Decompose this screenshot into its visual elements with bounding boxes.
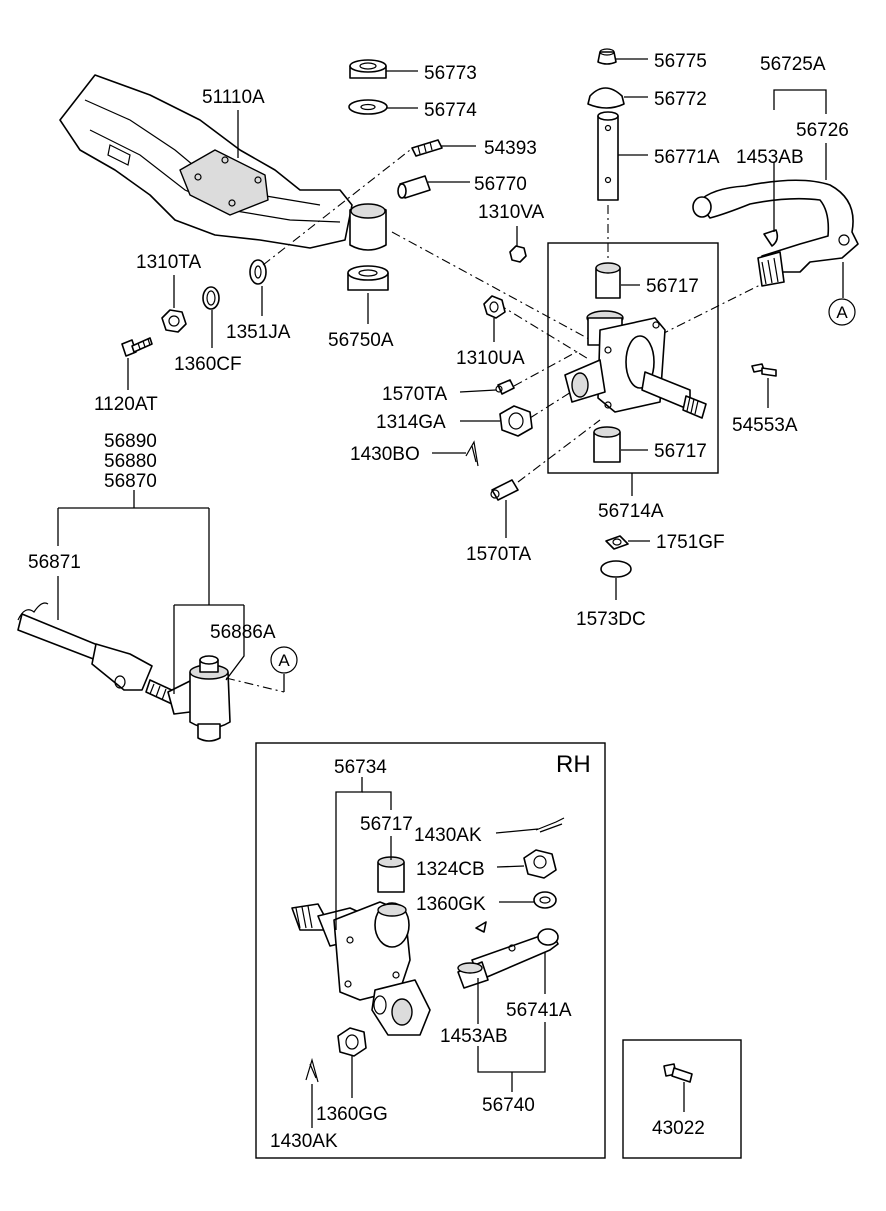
seal-1351JA	[249, 259, 267, 285]
bolt-43022-box	[622, 1039, 742, 1159]
grease-fitting-1570TA-upper	[495, 379, 515, 395]
label-56717-b: 56717	[654, 441, 707, 462]
label-1453AB-top: 1453AB	[736, 147, 804, 168]
label-1324CB: 1324CB	[416, 859, 485, 880]
label-56886A: 56886A	[210, 622, 276, 643]
label-51110A: 51110A	[202, 87, 265, 108]
steering-arm-56741A	[457, 928, 559, 989]
bolt-56770	[397, 175, 431, 199]
ref-a-upper-label: A	[836, 303, 848, 322]
cotter-pin-1430AK-top	[535, 817, 565, 833]
bolt-54553A	[751, 363, 777, 377]
label-1573DC: 1573DC	[576, 609, 646, 630]
knuckle-group-box	[547, 242, 719, 474]
washer-1360CF	[202, 286, 220, 310]
label-56740: 56740	[482, 1095, 535, 1116]
cotter-pin-1430AK-bottom	[305, 1057, 319, 1083]
label-1360GG: 1360GG	[316, 1104, 388, 1125]
woodruff-key-rh	[475, 921, 487, 933]
king-pin-56771A	[597, 111, 619, 201]
ref-a-lower-label: A	[278, 651, 290, 670]
label-56714A: 56714A	[598, 501, 664, 522]
cotter-pin-1430BO	[465, 440, 479, 467]
grease-fitting-1570TA-lower	[490, 479, 519, 501]
label-56725A: 56725A	[760, 54, 826, 75]
label-1310UA: 1310UA	[456, 348, 525, 369]
label-1120AT: 1120AT	[94, 394, 158, 415]
label-1751GF: 1751GF	[656, 532, 725, 553]
woodruff-key-1453AB	[763, 229, 779, 247]
label-56871: 56871	[28, 552, 81, 573]
washer-1360GK	[533, 891, 557, 909]
bushing-56717-lower	[593, 426, 621, 463]
label-1570TA-a: 1570TA	[382, 384, 447, 405]
cap-56772	[587, 87, 625, 109]
label-56880: 56880	[104, 451, 157, 472]
label-56775: 56775	[654, 51, 707, 72]
label-1453AB-b: 1453AB	[440, 1026, 508, 1047]
shim-56774	[348, 99, 388, 115]
front-axle-beam	[59, 74, 387, 251]
rh-group-box	[255, 742, 606, 1159]
label-56717-c: 56717	[360, 814, 413, 835]
label-54553A: 54553A	[732, 415, 798, 436]
washer-1751GF	[605, 535, 629, 550]
label-56771A: 56771A	[654, 147, 720, 168]
o-ring-1573DC	[600, 560, 632, 578]
label-1430AK-b: 1430AK	[270, 1131, 338, 1152]
label-1430BO: 1430BO	[350, 444, 420, 465]
steering-arm-56725A	[692, 179, 859, 287]
pin-54393	[411, 139, 443, 157]
ref-circle-a-upper: A	[828, 298, 856, 326]
label-56717-a: 56717	[646, 276, 699, 297]
label-56726: 56726	[796, 120, 849, 141]
label-1310VA: 1310VA	[478, 202, 545, 223]
label-56734: 56734	[334, 757, 387, 778]
label-56750A: 56750A	[328, 330, 394, 351]
tie-rod-end-56886A	[167, 655, 231, 742]
nut-1324CB	[523, 849, 557, 879]
label-56773: 56773	[424, 63, 477, 84]
rh-title: RH	[556, 751, 591, 778]
bearing-56750A	[347, 265, 389, 291]
steering-knuckle	[564, 310, 707, 419]
nut-1310UA	[483, 295, 506, 319]
label-1351JA: 1351JA	[226, 322, 291, 343]
label-1314GA: 1314GA	[376, 412, 446, 433]
nut-1314GA	[499, 405, 533, 437]
steering-knuckle-rh-56734	[291, 901, 431, 1036]
label-1360GK: 1360GK	[416, 894, 486, 915]
label-56890: 56890	[104, 431, 157, 452]
nut-1310TA	[161, 309, 187, 333]
bolt-1120AT	[121, 337, 153, 357]
label-56772: 56772	[654, 89, 707, 110]
label-1570TA-b: 1570TA	[466, 544, 531, 565]
label-1310TA: 1310TA	[136, 252, 201, 273]
label-54393: 54393	[484, 138, 537, 159]
label-1360CF: 1360CF	[174, 354, 242, 375]
bolt-43022	[663, 1063, 693, 1083]
bushing-56717-rh	[377, 856, 405, 893]
thrust-bearing-56773	[349, 59, 387, 79]
leader-lines	[57, 58, 844, 1128]
label-43022: 43022	[652, 1118, 705, 1139]
label-56770: 56770	[474, 174, 527, 195]
ref-circle-a-lower: A	[270, 646, 298, 674]
bushing-56717-upper	[595, 262, 621, 299]
label-56870: 56870	[104, 471, 157, 492]
part-labels: 51110A 56773 56774 54393 56770 1310VA 56…	[28, 51, 849, 1152]
label-56741A: 56741A	[506, 1000, 572, 1021]
label-1430AK-a: 1430AK	[414, 825, 482, 846]
label-56774: 56774	[424, 100, 477, 121]
nut-1360GG	[337, 1027, 367, 1057]
nut-1310VA	[509, 245, 527, 263]
king-pin-cap-56775	[597, 48, 617, 65]
tie-rod-56871	[17, 602, 177, 705]
